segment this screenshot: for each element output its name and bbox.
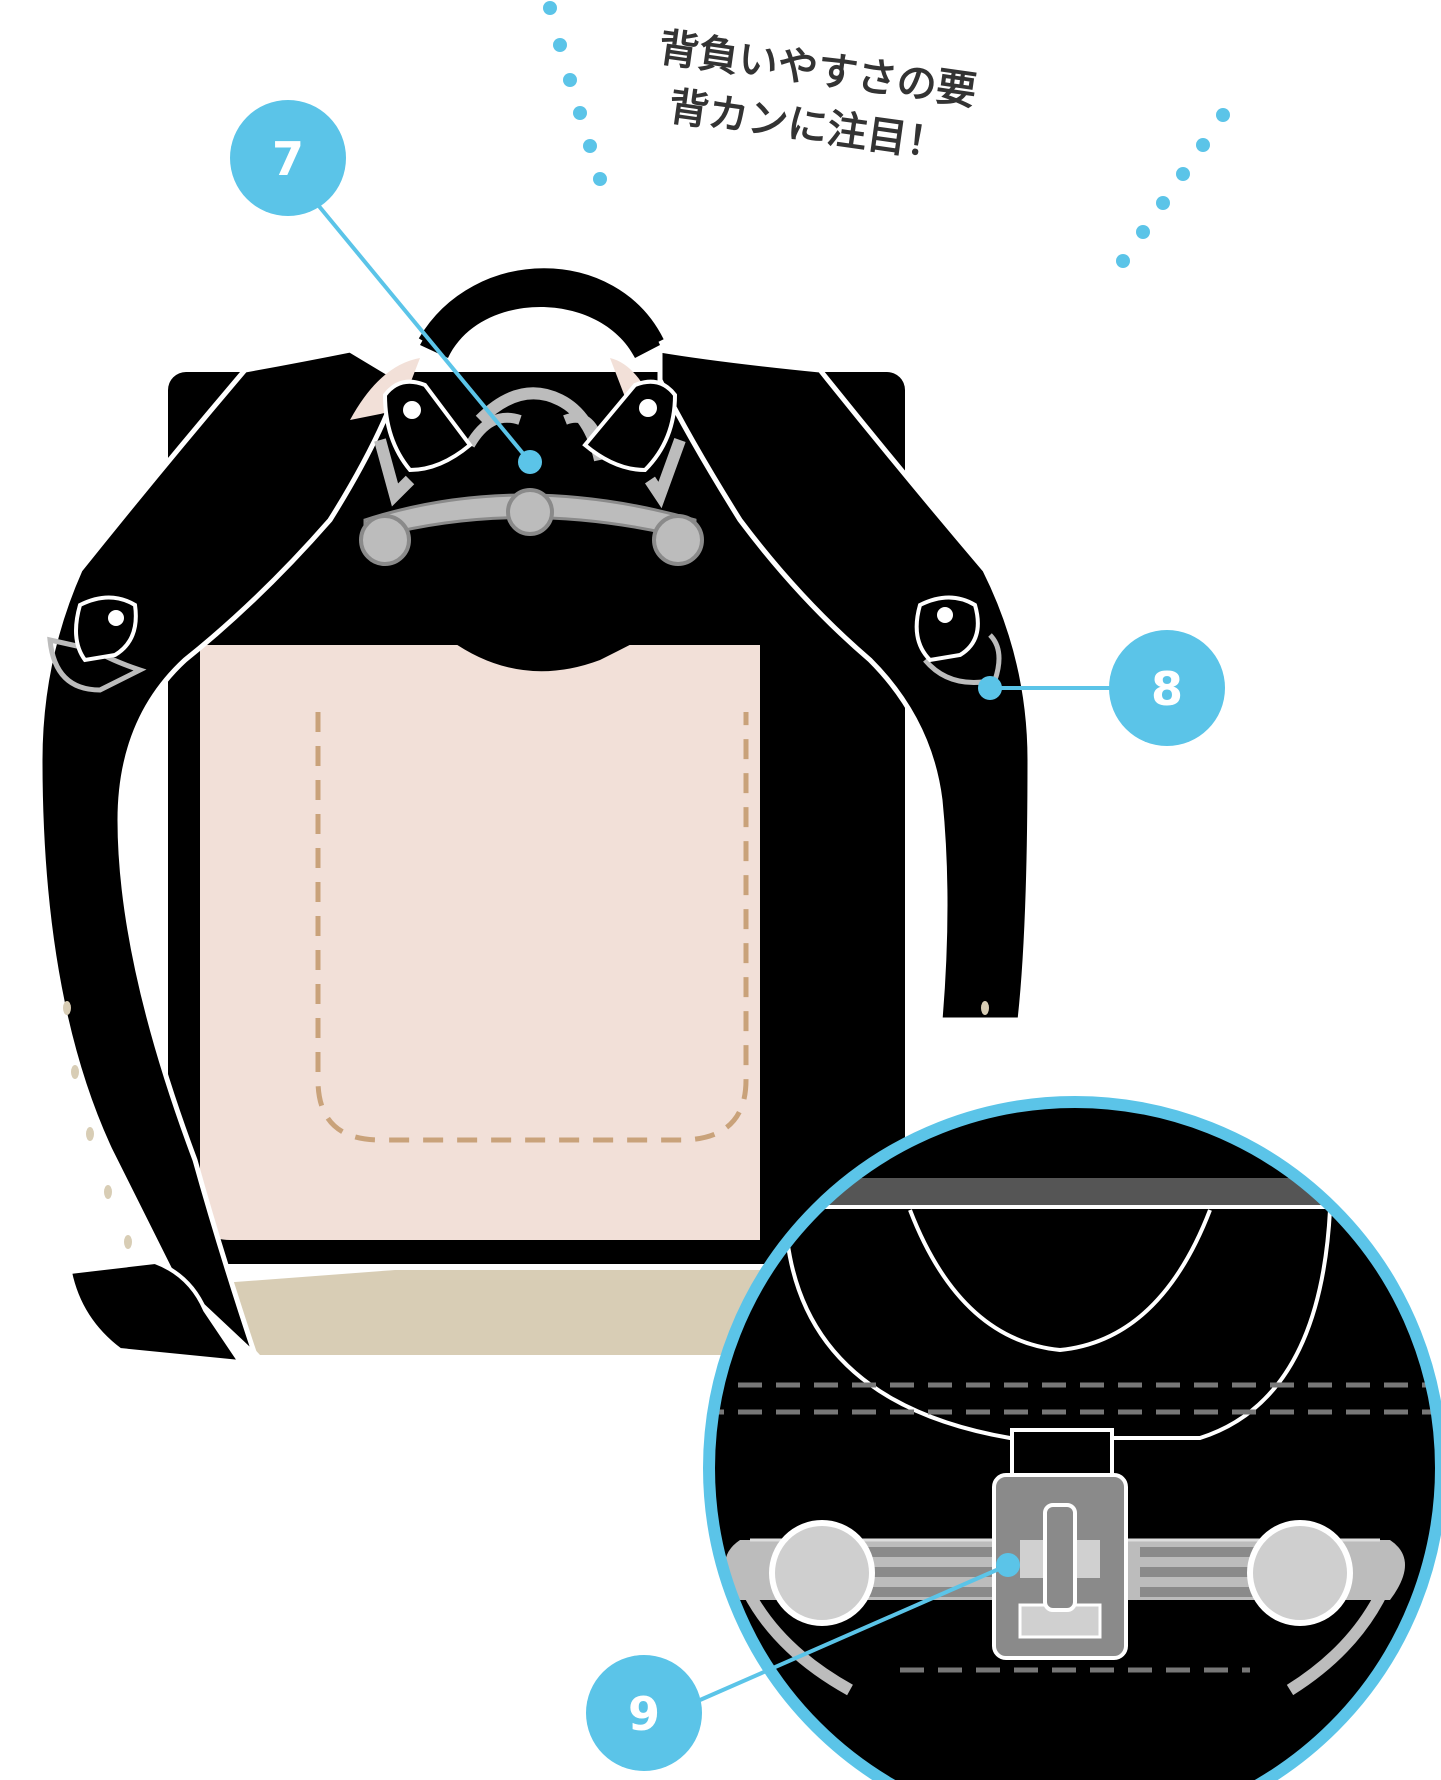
bag-bottom-lining xyxy=(195,1270,830,1355)
bag-illustration xyxy=(37,268,1033,1365)
back-kan-fitting xyxy=(359,379,704,566)
callout-9-number: 9 xyxy=(628,1687,660,1741)
left-strap-tip xyxy=(67,1259,245,1365)
bag-top-wave xyxy=(200,557,760,672)
callout-9: 9 xyxy=(586,1553,1020,1771)
callout-8-number: 8 xyxy=(1151,662,1183,716)
callout-7-number: 7 xyxy=(272,132,304,186)
pocket-stitching xyxy=(315,712,749,1143)
zoom-detail-circle xyxy=(703,1096,1441,1780)
callout-8: 8 xyxy=(978,630,1225,746)
back-panel xyxy=(200,645,760,1240)
decorative-dots xyxy=(543,1,1230,268)
left-strap-buckle xyxy=(47,595,147,693)
heading: 背負いやすさの要 背カンに注目！ xyxy=(656,25,979,168)
right-shoulder-strap xyxy=(657,347,1033,1023)
callout-7: 7 xyxy=(230,100,542,474)
